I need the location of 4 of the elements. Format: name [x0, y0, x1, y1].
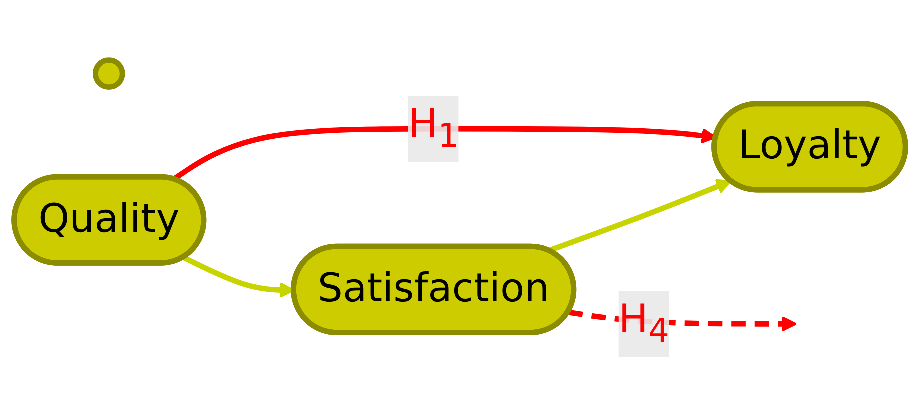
- edge-label: H$_{4}$: [618, 298, 670, 351]
- edge-label: H$_{1}$: [408, 102, 460, 156]
- node-circle: [93, 57, 126, 90]
- arrow: [548, 179, 732, 254]
